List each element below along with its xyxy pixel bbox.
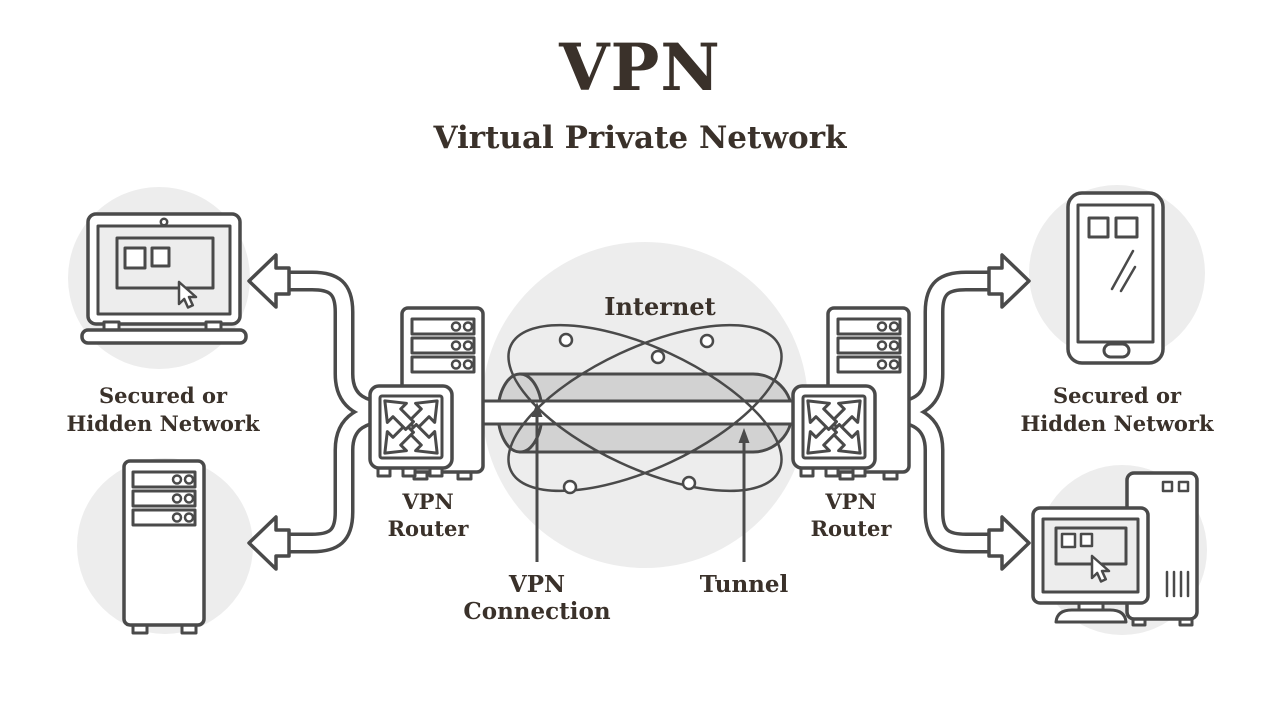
arrow-to-desktop: [987, 515, 1031, 571]
right-router-label-line1: VPN: [825, 489, 877, 514]
left-network-label: Secured or Hidden Network: [43, 382, 283, 438]
right-router-label: VPN Router: [781, 488, 921, 542]
left-network-label-line1: Secured or: [98, 383, 228, 408]
page-subtitle: Virtual Private Network: [433, 120, 847, 156]
vpn-connection-line: [464, 399, 834, 426]
arrow-to-phone: [987, 253, 1031, 309]
tunnel-pointer: [738, 428, 750, 443]
page-title: VPN: [559, 30, 721, 106]
vpn-connection-label: VPN Connection: [463, 571, 611, 625]
laptop-icon: [80, 212, 248, 345]
annotation-arrows: [531, 402, 750, 562]
vpn-router-right-icon: [791, 306, 911, 481]
vpn-router-left-icon: [368, 306, 485, 481]
arrow-to-laptop: [247, 253, 291, 309]
tunnel-label: Tunnel: [699, 571, 789, 598]
left-router-label-line1: VPN: [402, 489, 454, 514]
right-network-label: Secured or Hidden Network: [997, 382, 1237, 438]
left-router-label-line2: Router: [387, 516, 469, 541]
internet-label: Internet: [604, 292, 716, 321]
internet-icon: [507, 323, 783, 495]
right-network-label-line1: Secured or: [1052, 383, 1182, 408]
left-network-label-line2: Hidden Network: [66, 411, 260, 436]
left-router-label: VPN Router: [358, 488, 498, 542]
desktop-computer-icon: [1031, 471, 1199, 627]
smartphone-icon: [1066, 191, 1165, 365]
arrow-to-server: [247, 515, 291, 571]
right-network-label-line2: Hidden Network: [1020, 411, 1214, 436]
right-router-label-line2: Router: [810, 516, 892, 541]
server-tower-icon: [122, 459, 206, 635]
vpn-connection-pointer: [531, 402, 543, 417]
